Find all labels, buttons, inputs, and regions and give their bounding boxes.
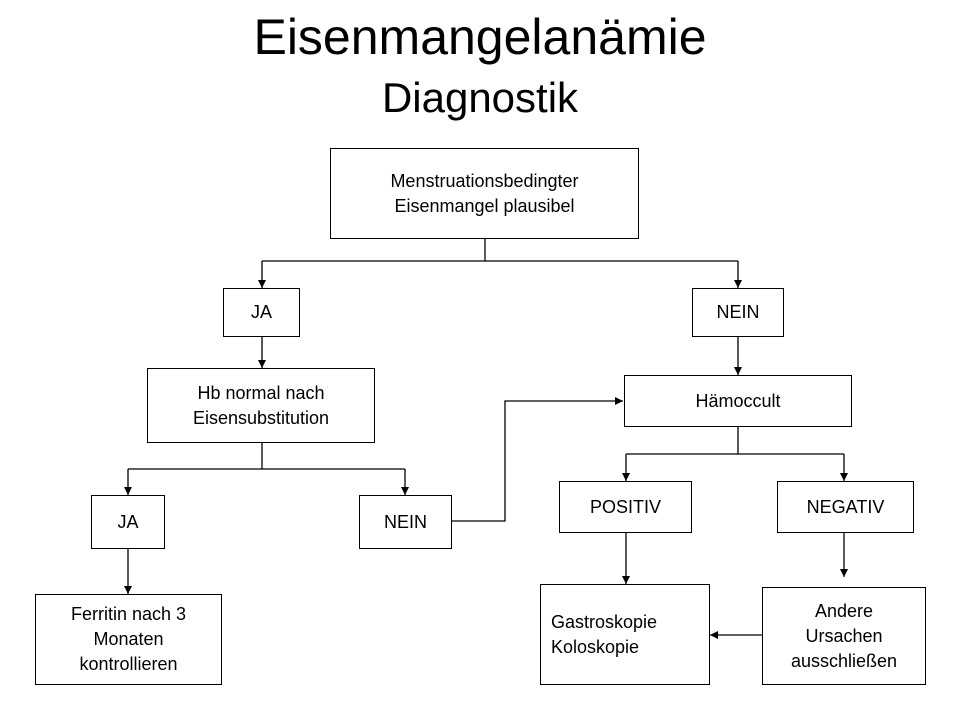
node-negativ: NEGATIV [777, 481, 914, 533]
node-gastroskopie: Gastroskopie Koloskopie [540, 584, 710, 685]
node-ja-1: JA [223, 288, 300, 337]
node-label: JA [250, 302, 272, 322]
node-hb-normal: Hb normal nach Eisensubstitution [147, 368, 375, 443]
node-label: NEIN [383, 511, 427, 532]
node-ferritin: Ferritin nach 3 Monaten kontrollieren [35, 594, 222, 685]
arrow-nein2-to-haemoccult [452, 397, 623, 522]
node-label: Menstruationsbedingter Eisenmangel plaus… [390, 170, 579, 216]
node-positiv: POSITIV [559, 481, 692, 533]
page-subtitle: Diagnostik [381, 74, 579, 121]
node-label: Andere Ursachen ausschließen [790, 600, 898, 671]
page-title: Eisenmangelanämie [253, 9, 707, 65]
node-label: Ferritin nach 3 Monaten kontrollieren [70, 604, 187, 674]
node-label: NEGATIV [806, 496, 885, 517]
node-label: Hämoccult [695, 390, 781, 411]
node-label: NEIN [716, 302, 760, 322]
node-label: Gastroskopie Koloskopie [551, 611, 658, 657]
node-menstruation-plausible: Menstruationsbedingter Eisenmangel plaus… [330, 148, 639, 239]
node-label: Hb normal nach Eisensubstitution [192, 382, 330, 428]
node-label: JA [117, 511, 139, 532]
node-label: POSITIV [589, 496, 661, 517]
node-nein-1: NEIN [692, 288, 784, 337]
node-haemoccult: Hämoccult [624, 375, 852, 427]
node-nein-2: NEIN [359, 495, 452, 549]
node-ja-2: JA [91, 495, 165, 549]
node-andere-ursachen: Andere Ursachen ausschließen [762, 587, 926, 685]
